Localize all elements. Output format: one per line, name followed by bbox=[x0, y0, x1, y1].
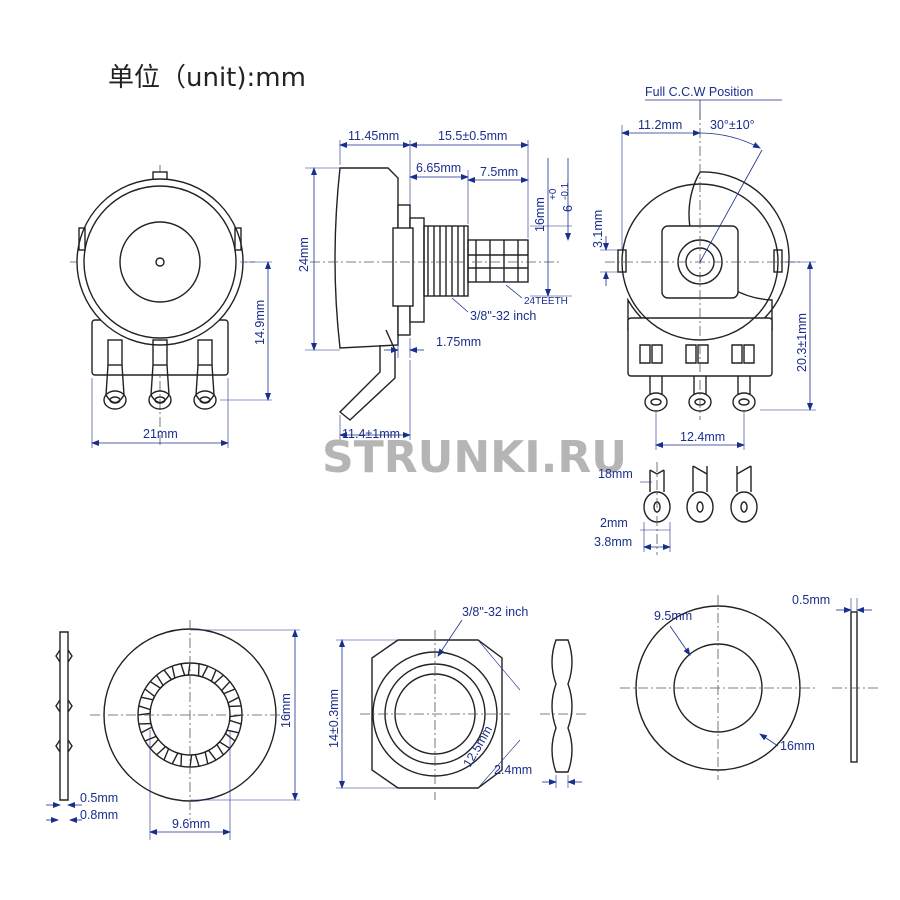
hex-nut-view: 3/8"-32 inch 14±0.3mm 12.5mm 2.4mm bbox=[327, 605, 588, 800]
lock-washer-view: 0.5mm 0.8mm 16mm 9.6mm bbox=[46, 620, 300, 840]
rotation-angle-dim: 30°±10° bbox=[710, 118, 755, 132]
lock-washer-thickness-a: 0.5mm bbox=[80, 791, 118, 805]
washer-thickness-dim: 1.75mm bbox=[436, 335, 481, 349]
terminal-length-dim: 18mm bbox=[598, 467, 633, 481]
front-terminal-height-dim: 14.9mm bbox=[253, 300, 267, 345]
lock-washer-inner: 9.6mm bbox=[172, 817, 210, 831]
units-title: 单位（unit):mm bbox=[108, 63, 306, 93]
flat-washer-inner: 9.5mm bbox=[654, 609, 692, 623]
teeth-dim: 24TEETH bbox=[524, 296, 568, 307]
body-depth-dim: 11.45mm bbox=[348, 129, 399, 143]
hex-nut-across-flats: 14±0.3mm bbox=[327, 689, 341, 748]
svg-text:+0: +0 bbox=[548, 188, 559, 200]
front-view: 21mm 14.9mm bbox=[70, 165, 272, 448]
svg-text:-0.1: -0.1 bbox=[560, 182, 571, 200]
terminal-hole-dim: 2mm bbox=[600, 516, 628, 530]
flat-washer-outer: 16mm bbox=[780, 739, 815, 753]
rear-tab-dim: 3.1mm bbox=[591, 210, 605, 248]
terminal-width-dim: 3.8mm bbox=[594, 535, 632, 549]
ccw-position-label: Full C.C.W Position bbox=[645, 85, 753, 99]
flat-washer-thickness: 0.5mm bbox=[792, 593, 830, 607]
hex-nut-thickness: 2.4mm bbox=[494, 763, 532, 777]
side-height-dim: 24mm bbox=[297, 237, 311, 272]
terminal-pitch-dim: 12.4mm bbox=[680, 430, 725, 444]
knurl-span-dim: 16mm bbox=[533, 197, 547, 232]
watermark: STRUNKI.RU bbox=[322, 432, 627, 483]
flat-washer-view: 9.5mm 16mm 0.5mm bbox=[620, 593, 880, 780]
side-view: 11.45mm 15.5±0.5mm 6.65mm 7.5mm 16mm +0 … bbox=[297, 129, 575, 441]
knurl-length-dim: 7.5mm bbox=[480, 165, 518, 179]
side-bottom-dim: 11.4±1mm bbox=[342, 427, 400, 441]
lock-washer-outer: 16mm bbox=[279, 693, 293, 728]
thread-dim: 3/8"-32 inch bbox=[470, 309, 536, 323]
terminal-detail: 18mm 2mm 3.8mm bbox=[594, 462, 758, 555]
hex-nut-thread: 3/8"-32 inch bbox=[462, 605, 528, 619]
rear-view: Full C.C.W Position 11.2mm 30°±10° bbox=[591, 85, 816, 450]
front-width-dim: 21mm bbox=[143, 427, 178, 441]
shaft-length-dim: 15.5±0.5mm bbox=[438, 129, 507, 143]
bushing-length-dim: 6.65mm bbox=[416, 161, 461, 175]
shaft-diameter-dim: 6 bbox=[561, 205, 575, 212]
lock-washer-thickness-b: 0.8mm bbox=[80, 808, 118, 822]
rear-offset-dim: 11.2mm bbox=[638, 118, 682, 132]
rear-height-dim: 20.3±1mm bbox=[795, 313, 809, 372]
